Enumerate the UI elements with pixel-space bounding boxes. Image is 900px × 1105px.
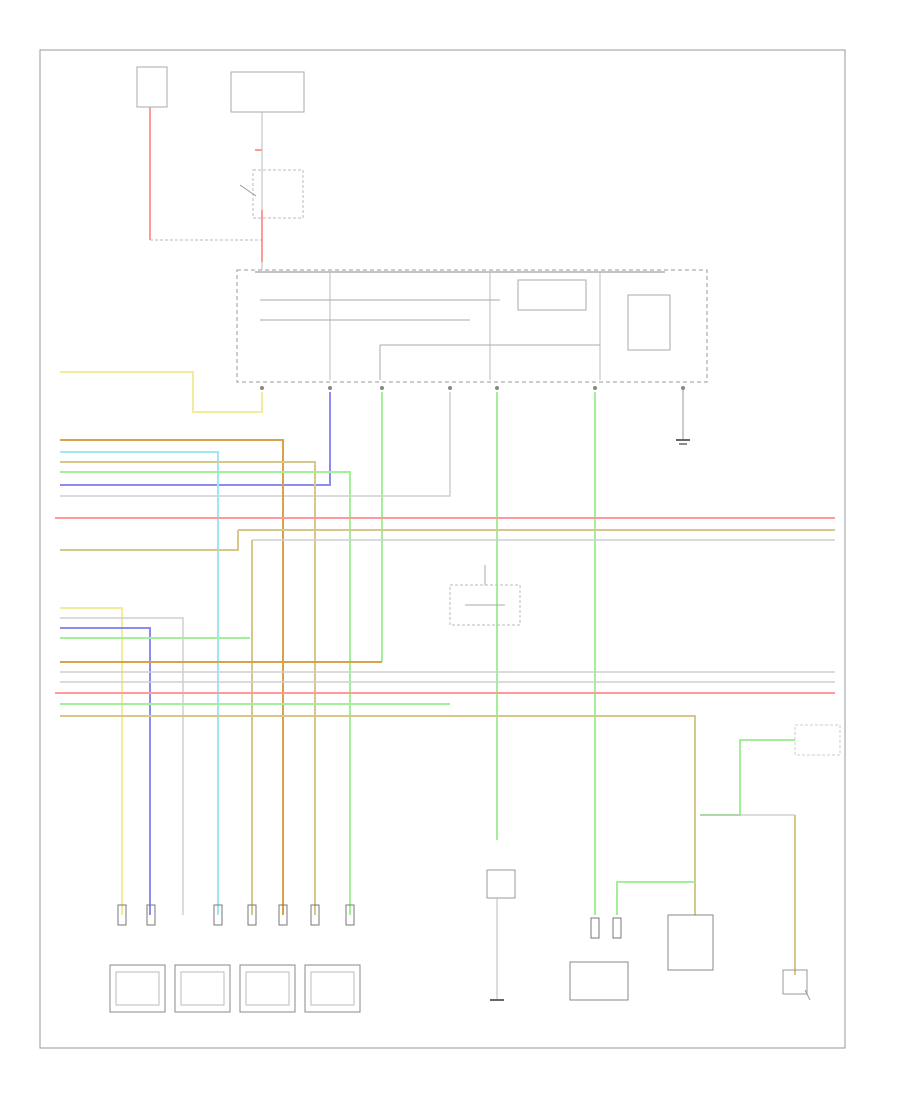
harness-group-2 [55, 517, 835, 915]
bottom-sensor-2 [174, 964, 231, 1013]
bottom-relay-component [569, 961, 629, 1001]
top-fuse-component [230, 71, 305, 270]
middle-switch-component [449, 565, 521, 626]
right-connector-component [700, 724, 841, 975]
bottom-connectors [117, 904, 622, 939]
bottom-module-component [667, 914, 714, 971]
bottom-sensor-3 [239, 964, 296, 1013]
bottom-switch-component [486, 869, 516, 1001]
bottom-right-sensor [782, 969, 811, 1001]
sensor-feed-wire [616, 881, 695, 915]
harness-group-1 [60, 439, 351, 915]
diagram-frame [39, 49, 846, 1049]
harness-group-3 [60, 607, 250, 915]
harness-group-4 [55, 661, 835, 915]
top-left-component [136, 66, 262, 241]
control-unit-connectors [260, 386, 685, 390]
control-unit [236, 269, 708, 383]
control-unit-vertical-wires [60, 371, 596, 915]
ground-icon [676, 390, 690, 445]
bottom-sensor-1 [109, 964, 166, 1013]
bottom-sensor-4 [304, 964, 361, 1013]
